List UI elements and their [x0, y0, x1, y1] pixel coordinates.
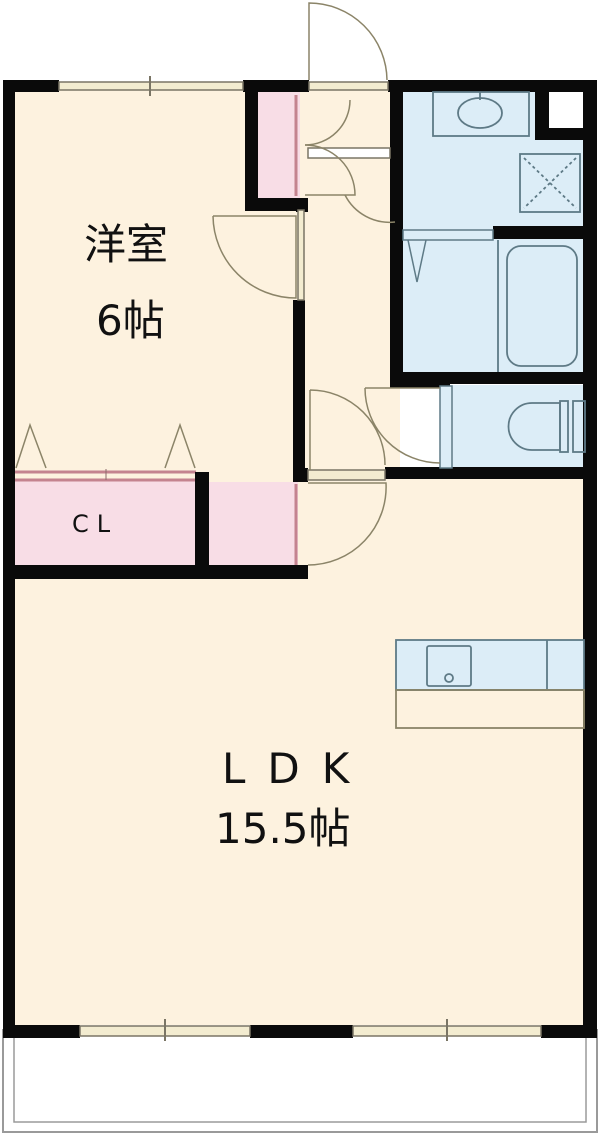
- closet-floor: [14, 480, 196, 568]
- western-room-name: 洋室: [84, 220, 169, 269]
- storage-edges: [14, 95, 298, 568]
- western-room-door: [212, 215, 297, 299]
- storage-2-floor: [208, 482, 298, 568]
- toilet-floor: [440, 385, 588, 470]
- bathroom-floor: [400, 230, 588, 375]
- floors: [12, 90, 588, 1025]
- balcony: [2, 1029, 598, 1133]
- walls: [3, 80, 597, 1038]
- doors: [15, 2, 441, 566]
- washing-machine-pan-icon: [519, 153, 581, 213]
- ldk-name: LDK: [222, 744, 372, 793]
- toilet-icon: [507, 402, 561, 451]
- washbasin-counter: [432, 91, 530, 137]
- bathtub-icon: [506, 245, 578, 367]
- fixtures: [395, 91, 586, 729]
- windows: [58, 76, 542, 1041]
- entrance-door: [308, 2, 388, 81]
- ldk-size: 15.5帖: [215, 804, 351, 853]
- closet-name: CL: [72, 510, 119, 538]
- kitchen-sink-icon: [426, 645, 472, 687]
- kitchen-counter: [395, 639, 585, 691]
- western-room-size: 6帖: [96, 296, 165, 345]
- ps-box: [549, 92, 585, 128]
- shoe-storage-floor: [258, 92, 300, 198]
